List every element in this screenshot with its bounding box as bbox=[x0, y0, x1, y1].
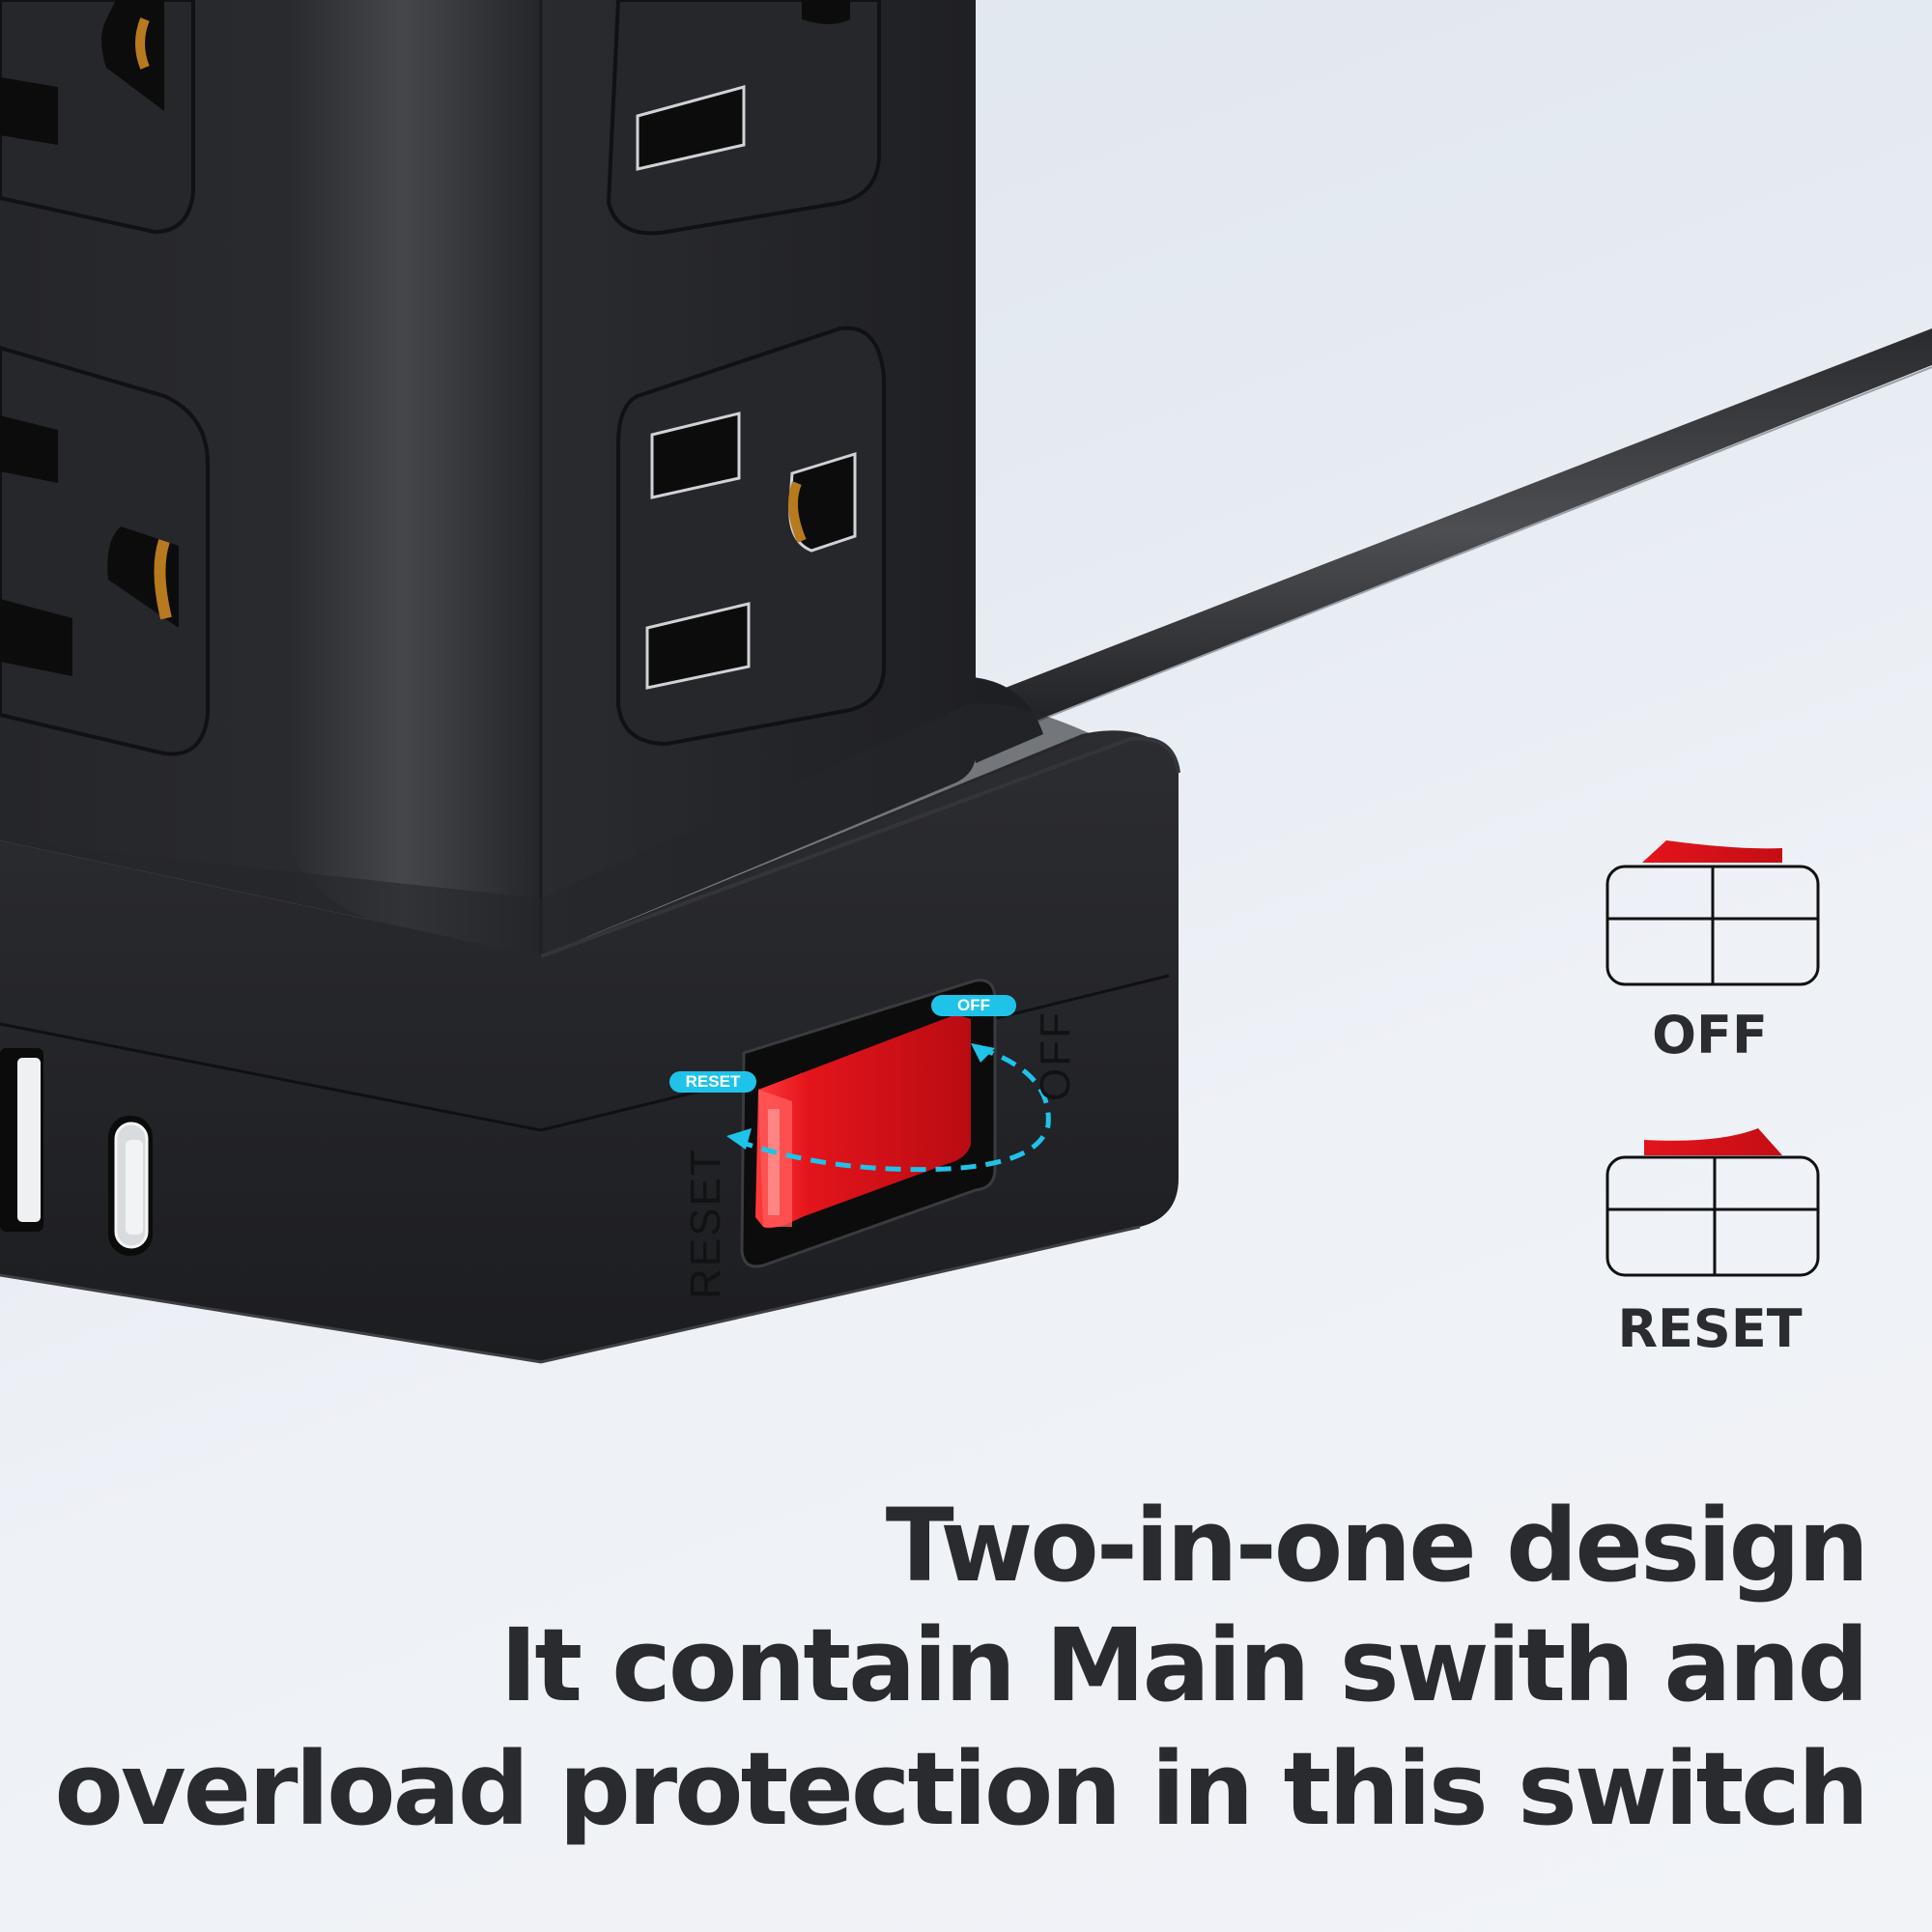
reset-chip: RESET bbox=[669, 1071, 756, 1093]
ac-outlet-top-left bbox=[0, 0, 195, 235]
legend-reset-label: RESET bbox=[1617, 1298, 1803, 1359]
caption-line-2: It contain Main swith and bbox=[499, 1606, 1869, 1724]
caption-line-3: overload protection in this switch bbox=[54, 1730, 1869, 1848]
switch-direction-arrow-icon bbox=[726, 1043, 1051, 1173]
ac-outlet-bottom-left bbox=[0, 345, 210, 756]
power-cord bbox=[956, 328, 1932, 763]
switch-off-diagram-icon bbox=[1605, 840, 1820, 986]
engraved-reset-label: RESET bbox=[682, 1148, 729, 1299]
legend-off-label: OFF bbox=[1652, 1005, 1768, 1065]
rocker-switch[interactable] bbox=[740, 979, 997, 1268]
engraved-off-label: OFF bbox=[1032, 1010, 1079, 1101]
usb-a-port bbox=[0, 1048, 43, 1232]
usb-c-port bbox=[108, 1116, 153, 1256]
switch-reset-diagram-icon bbox=[1605, 1128, 1820, 1277]
caption-line-1: Two-in-one design bbox=[885, 1487, 1869, 1605]
off-chip: OFF bbox=[931, 995, 1016, 1016]
ac-outlet-bottom-right bbox=[616, 326, 886, 747]
ac-outlet-top-right bbox=[606, 0, 881, 236]
